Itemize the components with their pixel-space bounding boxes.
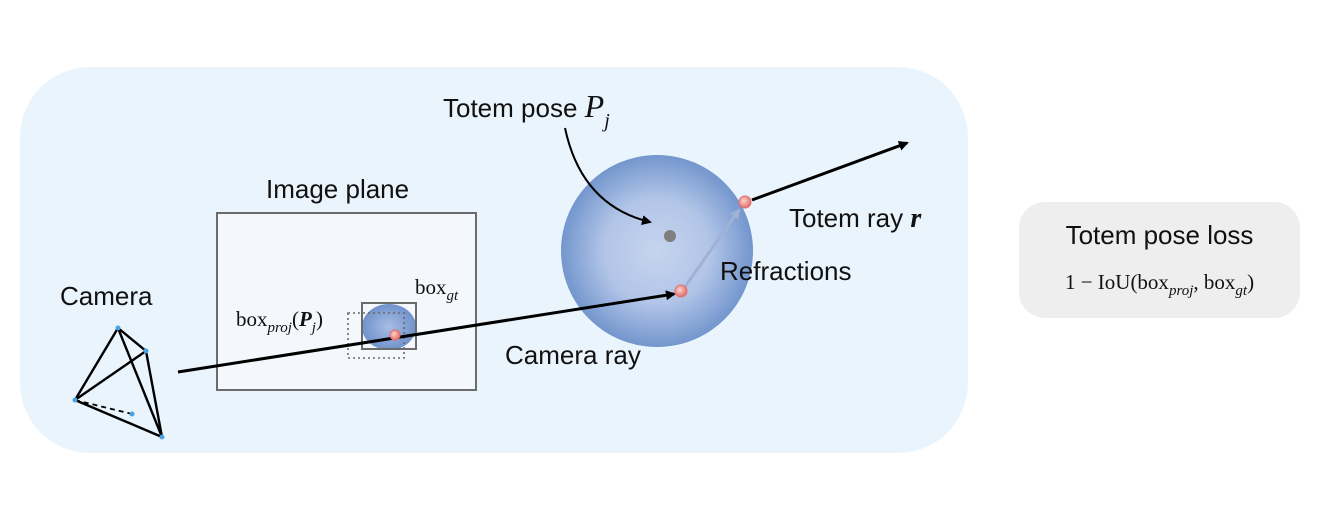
totem-pose-text: Totem pose (443, 93, 578, 123)
box-gt-subscript: gt (446, 288, 459, 304)
camera-ray-line (177, 290, 676, 374)
image-plane-label: Image plane (266, 174, 410, 204)
totem-ray-text: Totem ray (789, 203, 904, 233)
box-proj-arg-subscript: j (311, 320, 316, 336)
refractions-label: Refractions (720, 256, 852, 286)
box-proj-open: ( (291, 307, 299, 331)
totem-pose-subscript: j (604, 110, 610, 132)
projected-point (389, 329, 401, 341)
box-gt-label: boxgt (415, 275, 458, 305)
totem-pose-symbol: P (584, 88, 605, 124)
loss-formula-prefix: 1 − IoU(box (1064, 270, 1169, 294)
loss-formula-sub1: proj (1168, 283, 1194, 299)
totem-ray-line (751, 141, 909, 202)
box-proj-label: boxproj(Pj) (236, 307, 323, 337)
refracted-inner-ray (680, 208, 741, 292)
loss-formula: 1 − IoU(boxproj, boxgt) (1019, 270, 1300, 300)
box-proj-close: ) (315, 307, 323, 331)
box-gt (361, 302, 417, 350)
box-proj-subscript: proj (267, 320, 292, 336)
loss-panel: Totem pose loss 1 − IoU(boxproj, boxgt) (1019, 202, 1300, 318)
camera-ray-label: Camera ray (505, 340, 641, 370)
loss-formula-suffix: ) (1247, 270, 1255, 294)
totem-ray-symbol: r (910, 203, 922, 234)
loss-title: Totem pose loss (1065, 220, 1254, 250)
totem-pose-label: Totem pose Pj (443, 88, 610, 133)
camera-icon (73, 327, 164, 439)
loss-formula-mid: , box (1193, 270, 1236, 294)
refraction-point-entry (674, 284, 688, 298)
box-gt-base: box (415, 275, 447, 299)
box-proj-base: box (236, 307, 268, 331)
totem-ray-label: Totem ray r (789, 203, 921, 235)
projected-totem (362, 304, 416, 350)
loss-formula-sub2: gt (1235, 283, 1248, 299)
camera-label: Camera (60, 281, 153, 311)
pose-pointer-arrow (564, 127, 652, 225)
totem-center-dot (664, 230, 676, 242)
camera-vertices (72, 325, 165, 440)
refraction-point-exit (738, 195, 752, 209)
box-proj-arg: P (298, 307, 312, 331)
